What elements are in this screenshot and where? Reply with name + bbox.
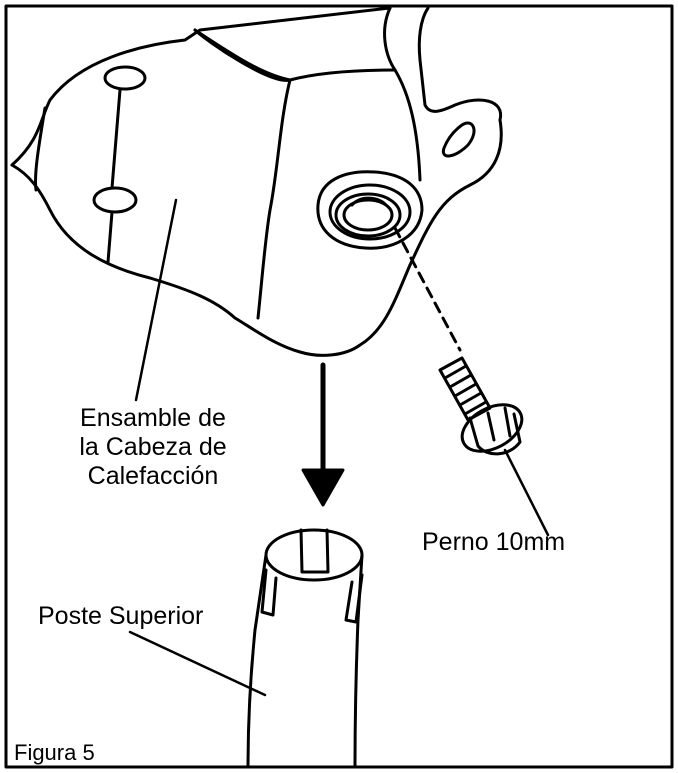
figure-caption: Figura 5 bbox=[14, 740, 95, 765]
heating-head-label: Ensamble de la Cabeza de Calefacción bbox=[48, 404, 258, 491]
upper-post bbox=[246, 528, 364, 769]
heating-head-label-line-1: Ensamble de bbox=[80, 404, 226, 432]
post-leader bbox=[128, 630, 267, 697]
bolt-label: Perno 10mm bbox=[422, 528, 566, 556]
bolt-path-dashed bbox=[393, 226, 462, 352]
heating-head-leader bbox=[134, 198, 178, 402]
down-arrow-icon bbox=[301, 362, 345, 507]
bolt-leader bbox=[503, 448, 550, 537]
bolt-10mm bbox=[438, 356, 524, 456]
heating-head-label-line-3: Calefacción bbox=[87, 462, 219, 490]
upper-post-label: Poste Superior bbox=[38, 602, 204, 630]
figure-frame bbox=[4, 4, 674, 769]
heating-head-assembly bbox=[10, 6, 503, 357]
heating-head-label-line-2: la Cabeza de bbox=[79, 433, 227, 461]
